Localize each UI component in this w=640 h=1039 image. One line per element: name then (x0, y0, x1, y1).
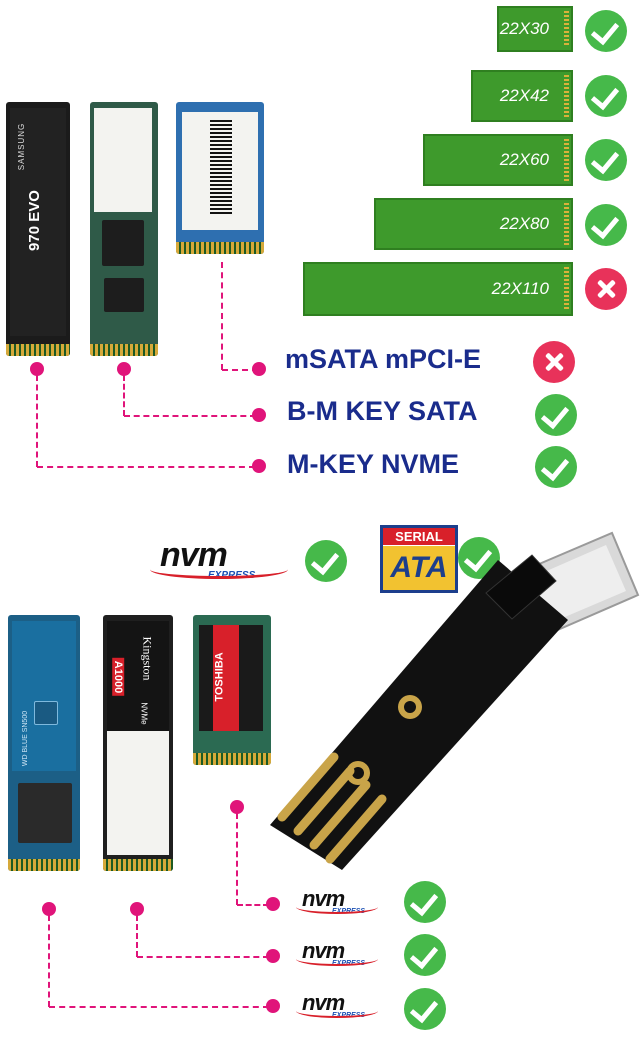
size-bar-22x42: 22X42 (471, 70, 573, 122)
ssd-sub: NVMe (139, 702, 149, 725)
connector-line (222, 369, 258, 371)
check-icon (585, 10, 627, 52)
connector-line (48, 915, 50, 1007)
ssd-sticker (107, 731, 169, 855)
serial-ata-logo: SERIAL ATA (380, 525, 458, 593)
type-label-bm-key-sata: B-M KEY SATA (287, 396, 478, 426)
logo-swoosh (296, 1004, 378, 1018)
ssd-connector (193, 753, 271, 765)
connector-line (237, 904, 269, 906)
size-label: 22X30 (499, 19, 549, 38)
ssd-connector (90, 344, 158, 356)
size-label: 22X42 (499, 86, 549, 105)
connector-dot (117, 362, 131, 376)
size-bar-22x60: 22X60 (423, 134, 573, 186)
ssd-connector (103, 859, 173, 871)
connector-dot (130, 902, 144, 916)
check-icon (535, 394, 577, 436)
ssd-chip (104, 278, 144, 312)
serial-logo-text: SERIAL (383, 528, 455, 545)
connector-dot (42, 902, 56, 916)
ssd-toshiba: TOSHIBA (193, 615, 271, 765)
connector-line (36, 375, 38, 467)
enclosure-board (270, 554, 568, 870)
ata-logo-text: ATA (383, 546, 455, 590)
check-icon (404, 881, 446, 923)
logo-swoosh (296, 900, 378, 914)
usb-enclosure (270, 531, 640, 870)
check-icon (404, 988, 446, 1030)
connector-line (124, 415, 256, 417)
ssd-connector (6, 344, 70, 356)
nvm-express-logo: nvm EXPRESS (296, 886, 382, 920)
ssd-sticker (94, 108, 152, 212)
connector-dot (252, 408, 266, 422)
cross-icon (585, 268, 627, 310)
ssd-label-area (12, 621, 76, 771)
ssd-model: WD BLUE SN500 (22, 710, 30, 767)
ssd-barcode (210, 120, 232, 216)
cross-icon (533, 341, 575, 383)
size-label: 22X110 (491, 279, 549, 298)
connector-dot (266, 949, 280, 963)
logo-swoosh (296, 952, 378, 966)
nvm-express-logo: nvm EXPRESS (296, 938, 382, 972)
ssd-chip (18, 783, 72, 843)
enclosure-gold-fingers (277, 752, 387, 864)
check-icon (585, 139, 627, 181)
connector-dot (30, 362, 44, 376)
ssd-sticker (10, 108, 66, 336)
connector-dot (252, 459, 266, 473)
connector-line (221, 262, 223, 370)
connector-dot (230, 800, 244, 814)
ssd-bm-key-sata (90, 102, 158, 356)
size-label: 22X80 (499, 214, 549, 233)
ssd-kingston-a1000: Kingston A1000 NVMe (103, 615, 173, 871)
ssd-msata (176, 102, 264, 254)
size-label: 22X60 (499, 150, 549, 169)
ssd-connector (8, 859, 80, 871)
nvm-express-logo: nvm EXPRESS (150, 536, 290, 588)
ssd-connector (176, 242, 264, 254)
type-label-msata: mSATA mPCI-E (285, 344, 482, 374)
check-icon (535, 446, 577, 488)
connector-line (136, 915, 138, 957)
ssd-chip (34, 701, 58, 725)
connector-dot (266, 897, 280, 911)
check-icon (585, 204, 627, 246)
ssd-samsung-970-evo: SAMSUNG 970 EVO (6, 102, 70, 356)
connector-line (49, 1006, 269, 1008)
check-icon (585, 75, 627, 117)
ssd-label-stripe (213, 625, 239, 731)
ssd-wd-blue-sn500: WD BLUE SN500 (8, 615, 80, 871)
ssd-model: A1000 (112, 657, 125, 697)
ssd-brand: Kingston (140, 636, 155, 681)
connector-dot (266, 999, 280, 1013)
check-icon (404, 934, 446, 976)
nvm-express-logo: nvm EXPRESS (296, 990, 382, 1024)
connector-line (37, 466, 255, 468)
logo-swoosh (150, 560, 288, 579)
connector-line (123, 375, 125, 416)
size-bar-22x80: 22X80 (374, 198, 573, 250)
connector-line (236, 813, 238, 905)
size-bar-22x110: 22X110 (303, 262, 573, 316)
ssd-model: 970 EVO (25, 190, 43, 251)
check-icon (305, 540, 347, 582)
size-bar-22x30: 22X30 (497, 6, 573, 52)
connector-line (137, 956, 269, 958)
type-label-m-key-nvme: M-KEY NVME (287, 449, 460, 479)
ssd-brand: SAMSUNG (17, 122, 27, 171)
ssd-brand: TOSHIBA (213, 652, 226, 702)
connector-dot (252, 362, 266, 376)
ssd-chip (102, 220, 144, 266)
